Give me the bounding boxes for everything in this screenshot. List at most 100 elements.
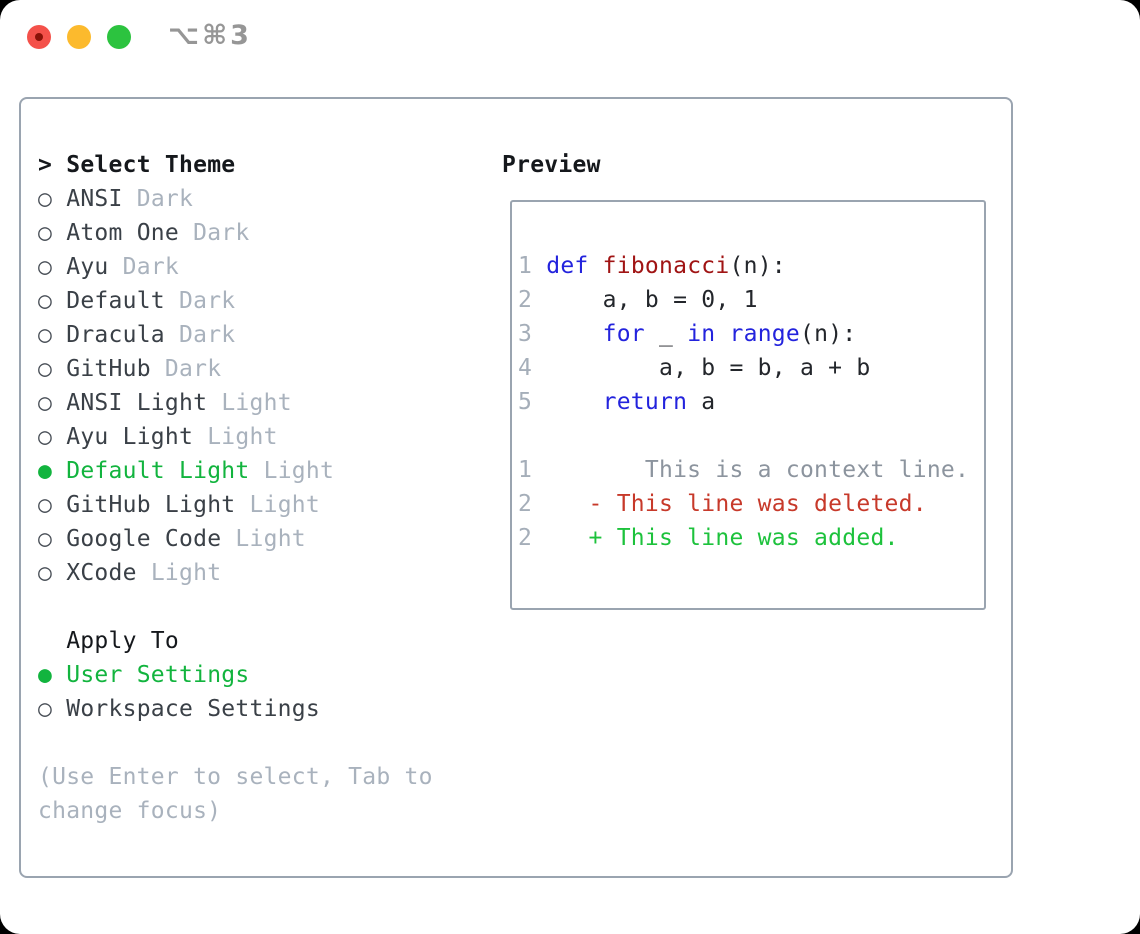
radio-icon: ○	[38, 526, 53, 552]
code-token: _	[644, 321, 688, 347]
code-token	[532, 253, 546, 279]
radio-icon: ○	[38, 560, 53, 586]
window-title-shortcut: ⌥⌘3	[168, 20, 252, 51]
code-token	[532, 389, 603, 415]
line-number: 2	[518, 491, 533, 517]
select-theme-header: > Select Theme	[38, 148, 488, 182]
apply-option-label: Workspace Settings	[66, 696, 320, 722]
preview-line-context: 1 This is a context line.	[518, 453, 980, 487]
theme-variant-tag: Light	[150, 560, 222, 586]
theme-variant-tag: Dark	[164, 356, 222, 382]
keyword-token: for	[602, 321, 645, 347]
theme-option-github[interactable]: ○ GitHub Dark	[38, 352, 488, 386]
spacer-row	[38, 726, 488, 760]
theme-name: ANSI	[66, 186, 123, 212]
theme-variant-tag: Dark	[179, 288, 236, 314]
diff-deleted-text: - This line was deleted.	[532, 491, 927, 517]
theme-option-google-code[interactable]: ○ Google Code Light	[38, 522, 488, 556]
theme-variant-tag: Light	[207, 424, 278, 450]
line-number: 1	[518, 457, 533, 483]
radio-icon: ○	[38, 288, 53, 314]
radio-icon: ○	[38, 254, 53, 280]
radio-icon: ○	[38, 492, 53, 518]
diff-added-text: + This line was added.	[532, 525, 899, 551]
code-token: a	[687, 389, 716, 415]
keyword-token: return	[602, 389, 688, 415]
theme-option-ansi-light[interactable]: ○ ANSI Light Light	[38, 386, 488, 420]
theme-name: Ayu	[66, 254, 109, 280]
radio-icon: ○	[38, 390, 53, 416]
theme-variant-tag: Light	[263, 458, 335, 484]
function-token: fibonacci	[602, 253, 730, 279]
radio-icon: ○	[38, 356, 53, 382]
zoom-button[interactable]	[107, 25, 131, 49]
spacer-row	[38, 590, 488, 624]
preview-line-added: 2 + This line was added.	[518, 521, 980, 555]
theme-name: Google Code	[66, 526, 222, 552]
apply-option-user-settings[interactable]: ● User Settings	[38, 658, 488, 692]
line-number: 2	[518, 525, 533, 551]
diff-context-text: This is a context line.	[532, 457, 970, 483]
minimize-button[interactable]	[67, 25, 91, 49]
code-token	[532, 321, 603, 347]
theme-option-ayu-light[interactable]: ○ Ayu Light Light	[38, 420, 488, 454]
theme-variant-tag: Dark	[193, 220, 250, 246]
theme-option-atom-one[interactable]: ○ Atom One Dark	[38, 216, 488, 250]
keyword-token: def	[546, 253, 589, 279]
theme-variant-tag: Light	[249, 492, 320, 518]
code-token	[589, 253, 603, 279]
theme-name: Ayu Light	[66, 424, 194, 450]
theme-option-dracula[interactable]: ○ Dracula Dark	[38, 318, 488, 352]
apply-option-label: User Settings	[66, 662, 250, 688]
prompt-caret: >	[38, 152, 53, 178]
help-text-line: (Use Enter to select, Tab to	[38, 764, 433, 790]
preview-line-code: 2 a, b = 0, 1	[518, 283, 980, 317]
preview-line-code: 5 return a	[518, 385, 980, 419]
theme-name: ANSI Light	[66, 390, 208, 416]
theme-list: > Select Theme○ ANSI Dark○ Atom One Dark…	[38, 148, 488, 828]
theme-variant-tag: Dark	[179, 322, 236, 348]
theme-option-ayu[interactable]: ○ Ayu Dark	[38, 250, 488, 284]
theme-variant-tag: Dark	[136, 186, 194, 212]
theme-variant-tag: Light	[235, 526, 306, 552]
code-token: a, b = 0, 1	[532, 287, 758, 313]
preview-line-code: 4 a, b = b, a + b	[518, 351, 980, 385]
theme-name: Atom One	[66, 220, 179, 246]
theme-option-default[interactable]: ○ Default Dark	[38, 284, 488, 318]
unsaved-changes-dot-icon	[35, 33, 43, 41]
theme-option-xcode[interactable]: ○ XCode Light	[38, 556, 488, 590]
theme-option-ansi[interactable]: ○ ANSI Dark	[38, 182, 488, 216]
apply-to-title: Apply To	[38, 628, 179, 654]
code-token: (n):	[800, 321, 857, 347]
keyword-token: in	[687, 321, 716, 347]
keyword-token: range	[729, 321, 801, 347]
apply-to-header: Apply To	[38, 624, 488, 658]
close-button[interactable]	[27, 25, 51, 49]
theme-name: XCode	[66, 560, 137, 586]
preview-line-blank	[518, 555, 980, 589]
radio-icon: ○	[38, 322, 53, 348]
theme-name: Default	[66, 288, 165, 314]
line-number: 3	[518, 321, 533, 347]
theme-name: Default Light	[66, 458, 250, 484]
help-text-line: change focus)	[38, 798, 222, 824]
preview-line-deleted: 2 - This line was deleted.	[518, 487, 980, 521]
preview-title: Preview	[502, 152, 601, 178]
radio-selected-icon: ●	[38, 458, 53, 484]
code-token: (n):	[729, 253, 786, 279]
theme-option-default-light[interactable]: ● Default Light Light	[38, 454, 488, 488]
preview-line-code: 3 for _ in range(n):	[518, 317, 980, 351]
titlebar: ⌥⌘3	[0, 0, 1140, 74]
theme-variant-tag: Dark	[122, 254, 180, 280]
theme-option-github-light[interactable]: ○ GitHub Light Light	[38, 488, 488, 522]
theme-name: GitHub Light	[66, 492, 236, 518]
code-token: a, b = b, a + b	[532, 355, 871, 381]
apply-option-workspace-settings[interactable]: ○ Workspace Settings	[38, 692, 488, 726]
radio-icon: ○	[38, 424, 53, 450]
radio-icon: ○	[38, 220, 53, 246]
preview-line-blank	[518, 215, 980, 249]
line-number: 4	[518, 355, 533, 381]
